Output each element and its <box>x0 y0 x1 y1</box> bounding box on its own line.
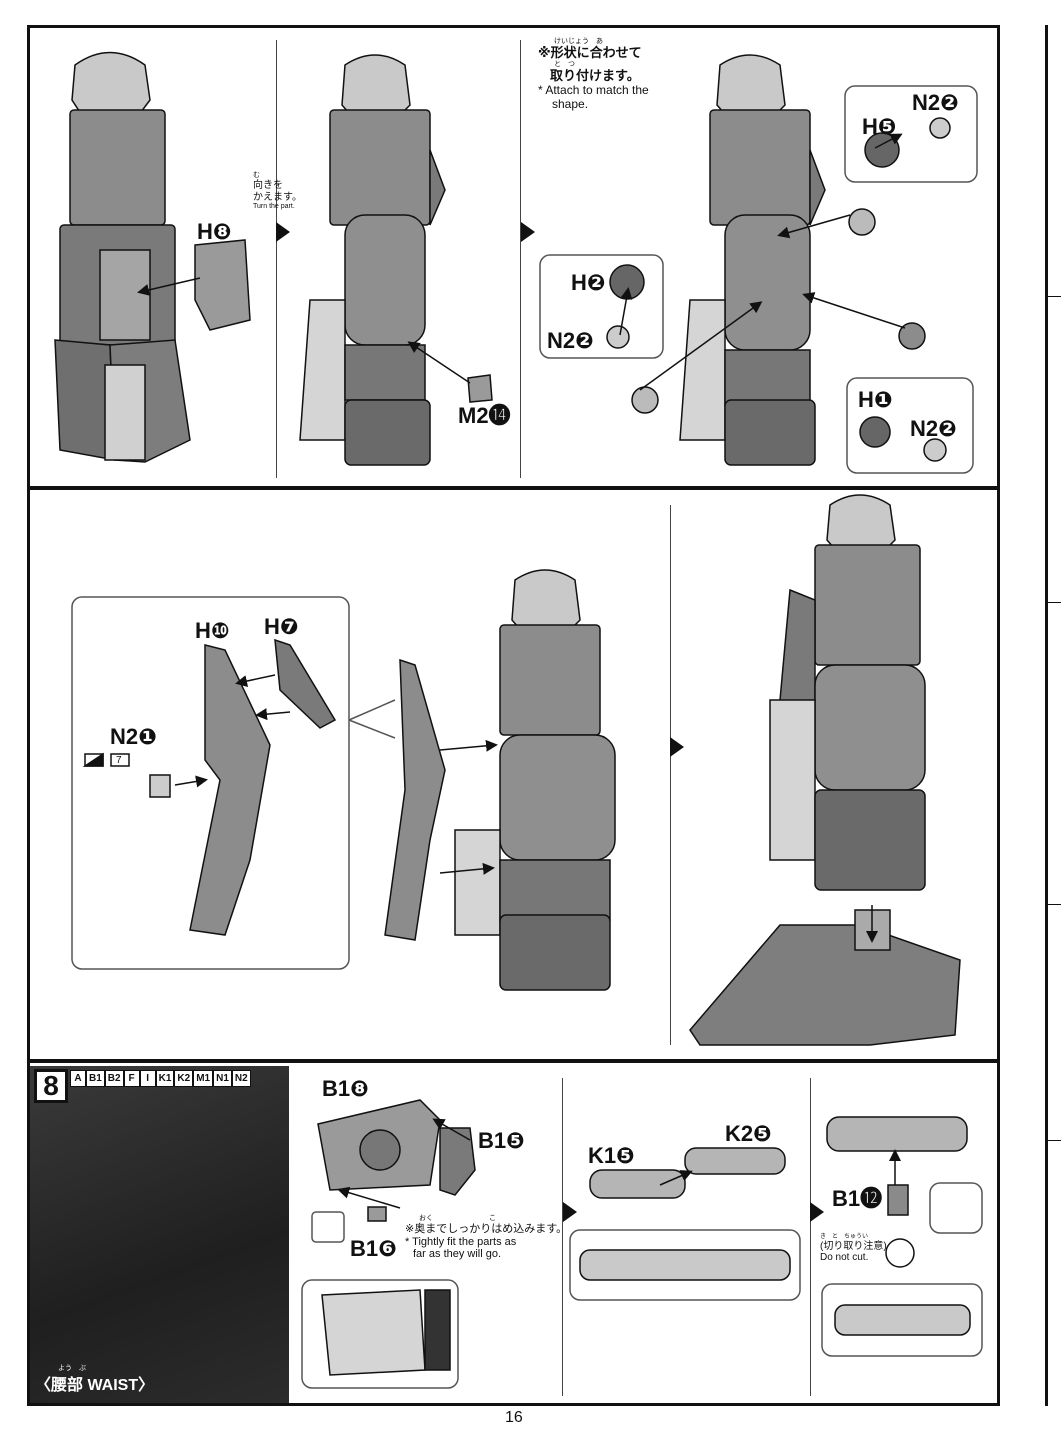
step-arrow-3 <box>670 737 684 757</box>
label-h7: H❼ <box>264 614 299 639</box>
fit-note-en-2: far as they will go. <box>413 1248 502 1261</box>
turn-note: む 向きを かえます。 Turn the part. <box>253 172 302 211</box>
label-k2-5: K2❺ <box>725 1121 772 1146</box>
turn-note-furigana: む <box>253 172 260 179</box>
top-divider-2 <box>520 40 521 478</box>
waist-photo-background <box>30 1066 289 1403</box>
cut-note: き と ちゅうい (切り取り注意) Do not cut. <box>820 1234 887 1264</box>
label-h10: H❿ <box>195 618 230 643</box>
runner-m1: M1 <box>193 1070 214 1087</box>
leg-illustration-3 <box>679 54 826 466</box>
label-b1-6: B1❻ <box>350 1236 397 1261</box>
fit-note: おく こ ※奥までしっかりはめ込みます。 * Tightly fit the p… <box>405 1215 567 1261</box>
shape-note-jp-2: 取り付けます。 <box>550 68 640 84</box>
fit-note-furigana: おく こ <box>419 1215 496 1222</box>
fit-note-jp: ※奥までしっかりはめ込みます。 <box>405 1223 568 1236</box>
leg-illustration-4 <box>454 569 616 991</box>
runner-k2: K2 <box>174 1070 194 1087</box>
page-number: 16 <box>505 1409 523 1426</box>
label-n2-1: N2❶ <box>110 724 157 749</box>
h7-part <box>274 638 337 729</box>
label-n2-2-c: N2❷ <box>910 416 957 441</box>
turn-note-jp-2: かえます。 <box>253 191 302 203</box>
turn-note-en: Turn the part. <box>253 203 295 211</box>
label-b1-12: B1⓬ <box>832 1186 883 1211</box>
label-h8: H❽ <box>197 219 232 244</box>
shape-note-jp-1: ※形状に合わせて <box>538 45 642 61</box>
tool-number: 7 <box>116 755 122 766</box>
step-arrow-1 <box>276 222 290 242</box>
step-arrow-5 <box>810 1202 824 1222</box>
leg-illustration-2 <box>299 54 446 466</box>
runner-b1: B1 <box>86 1070 105 1087</box>
turn-note-jp-1: 向きを <box>253 180 283 192</box>
label-n2-2-b: N2❷ <box>547 328 594 353</box>
step-arrow-4 <box>563 1202 577 1222</box>
shape-note-en-2: shape. <box>552 96 589 111</box>
step8-divider-1 <box>562 1078 563 1396</box>
runner-a: A <box>70 1070 86 1087</box>
label-b1-5: B1❺ <box>478 1128 525 1153</box>
cut-note-jp: (切り取り注意) <box>820 1240 887 1252</box>
label-m2-14: M2⓮ <box>458 403 511 428</box>
cut-note-en: Do not cut. <box>820 1252 869 1264</box>
runner-f: F <box>123 1070 140 1087</box>
top-divider-1 <box>276 40 277 478</box>
label-h5: H❺ <box>862 114 897 139</box>
shape-note-furigana-2: と つ <box>554 60 575 68</box>
step-number: 8 <box>34 1069 68 1103</box>
label-k1-5: K1❺ <box>588 1143 635 1168</box>
runner-i: I <box>139 1070 156 1087</box>
top-panel-frame <box>27 25 1000 489</box>
foot-part <box>689 924 961 1046</box>
waist-title: 〈腰部 WAIST〉 <box>35 1377 155 1394</box>
cut-note-furigana: き と ちゅうい <box>820 1234 869 1240</box>
middle-divider <box>670 505 671 1045</box>
shape-note-furigana: けいじょう あ <box>554 38 603 45</box>
runner-n2: N2 <box>231 1070 251 1087</box>
fit-note-en-1: * Tightly fit the parts as <box>405 1235 517 1248</box>
h8-part <box>194 239 251 331</box>
runner-k1: K1 <box>155 1070 175 1087</box>
step-arrow-2 <box>521 222 535 242</box>
right-column-tick-3 <box>1045 904 1061 905</box>
shape-note-en-1: * Attach to match the <box>538 82 649 97</box>
b1-5-part <box>439 1127 476 1196</box>
label-h1: H❶ <box>858 387 893 412</box>
label-b1-8: B1❽ <box>322 1076 369 1101</box>
right-column-tick-4 <box>1045 1140 1061 1141</box>
leg-illustration-5 <box>769 494 926 891</box>
shape-note: けいじょう あ ※形状に合わせて と つ 取り付けます。 * Attach to… <box>538 38 649 112</box>
step8-divider-2 <box>810 1078 811 1396</box>
runner-list: A B1 B2 F I K1 K2 M1 N1 N2 <box>70 1070 251 1087</box>
right-column-tick-2 <box>1045 602 1061 603</box>
waist-title-furigana: よう ぶ <box>58 1365 86 1372</box>
right-column-border <box>1045 25 1048 1406</box>
m2-part <box>467 374 493 403</box>
label-h2: H❷ <box>571 270 606 295</box>
right-column-tick-1 <box>1045 296 1061 297</box>
leg-illustration-1 <box>54 51 191 463</box>
runner-b2: B2 <box>104 1070 124 1087</box>
runner-n1: N1 <box>213 1070 232 1087</box>
label-n2-2-a: N2❷ <box>912 90 959 115</box>
